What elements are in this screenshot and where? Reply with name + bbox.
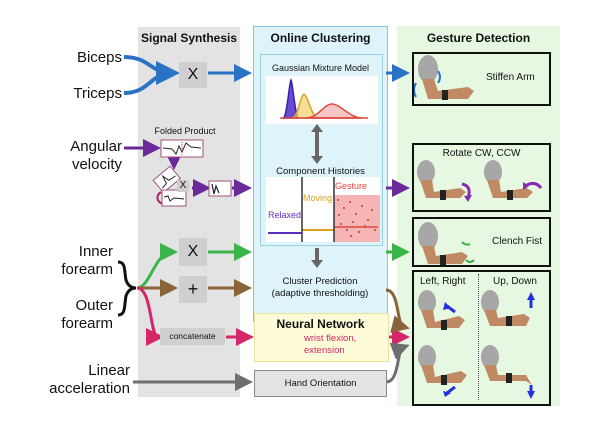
gesture-detection-title: Gesture Detection — [426, 31, 531, 45]
nn-output-line-2: extension — [304, 345, 345, 356]
gesture-clench-label: Clench Fist — [492, 236, 543, 247]
online-clustering-title: Online Clustering — [270, 31, 371, 45]
input-linear-acceleration: Linear acceleration — [10, 362, 130, 398]
gesture-rotate-label: Rotate CW, CCW — [442, 148, 521, 159]
neural-network-title: Neural Network — [276, 317, 365, 331]
component-histories-title: Component Histories — [276, 166, 365, 177]
gmm-histories-double-arrow — [311, 124, 323, 164]
cluster-prediction-label: Cluster Prediction (adaptive thresholdin… — [255, 276, 385, 300]
input-outer-forearm: Outer forearm — [20, 297, 113, 333]
gesture-rotate — [412, 143, 551, 212]
signal-synthesis-title: Signal Synthesis — [140, 31, 238, 45]
gesture-stiffen-arm — [412, 52, 551, 106]
nn-output-line-1: wrist flexion, — [304, 333, 357, 344]
outer-line-2: forearm — [61, 315, 113, 332]
linear-acceleration-arrows — [133, 342, 410, 391]
gesture-up-down-label: Up, Down — [493, 276, 537, 287]
cluster-prediction-line-1: Cluster Prediction — [282, 276, 358, 287]
outer-line-1: Outer — [75, 297, 113, 314]
folded-product-label: Folded Product — [154, 126, 216, 136]
angular-line-1: Angular — [70, 138, 122, 155]
inner-line-2: forearm — [61, 261, 113, 278]
input-biceps: Biceps — [76, 49, 122, 66]
cluster-prediction-line-2: (adaptive thresholding) — [271, 288, 369, 299]
multiply-forearm-box: X — [179, 238, 207, 266]
gesture-arm-illustrations — [413, 55, 543, 399]
linear-line-2: acceleration — [49, 380, 130, 397]
directional-divider — [478, 274, 479, 400]
gesture-left-right-label: Left, Right — [420, 276, 466, 287]
folded-product-plots — [152, 139, 232, 207]
inner-line-1: Inner — [78, 243, 113, 260]
angular-line-2: velocity — [71, 156, 122, 173]
concatenate-box: concatenate — [160, 328, 225, 345]
angular-velocity-arrows — [124, 139, 410, 205]
biceps-triceps-arrows — [123, 55, 410, 95]
linear-line-1: Linear — [88, 362, 130, 379]
gesture-directional — [412, 270, 551, 406]
gmm-plot — [266, 76, 378, 124]
forearm-brace — [117, 260, 137, 317]
gmm-title: Gaussian Mixture Model — [271, 63, 370, 73]
gesture-stiffen-label: Stiffen Arm — [486, 72, 535, 83]
input-inner-forearm: Inner forearm — [20, 243, 113, 279]
input-triceps: Triceps — [73, 85, 122, 102]
input-angular-velocity: Angular velocity — [30, 138, 122, 174]
gesture-clench-fist — [412, 217, 551, 267]
label-gesture: Gesture — [335, 181, 368, 191]
forearm-arrows — [136, 243, 410, 346]
multiply-biceps-triceps-box: X — [179, 62, 207, 88]
clustering-inner-frame — [260, 54, 383, 246]
online-clustering-panel — [253, 26, 388, 322]
neural-network-output: wrist flexion, extension — [304, 333, 356, 357]
folded-multiply-box: X — [177, 180, 189, 192]
label-relaxed: Relaxed — [268, 210, 302, 220]
label-moving: Moving — [303, 193, 333, 203]
neural-network-box — [254, 313, 389, 362]
component-histories-plot — [266, 177, 380, 242]
hand-orientation-box: Hand Orientation — [254, 370, 387, 397]
histories-prediction-arrow — [311, 248, 323, 268]
add-forearm-box: + — [179, 276, 207, 303]
